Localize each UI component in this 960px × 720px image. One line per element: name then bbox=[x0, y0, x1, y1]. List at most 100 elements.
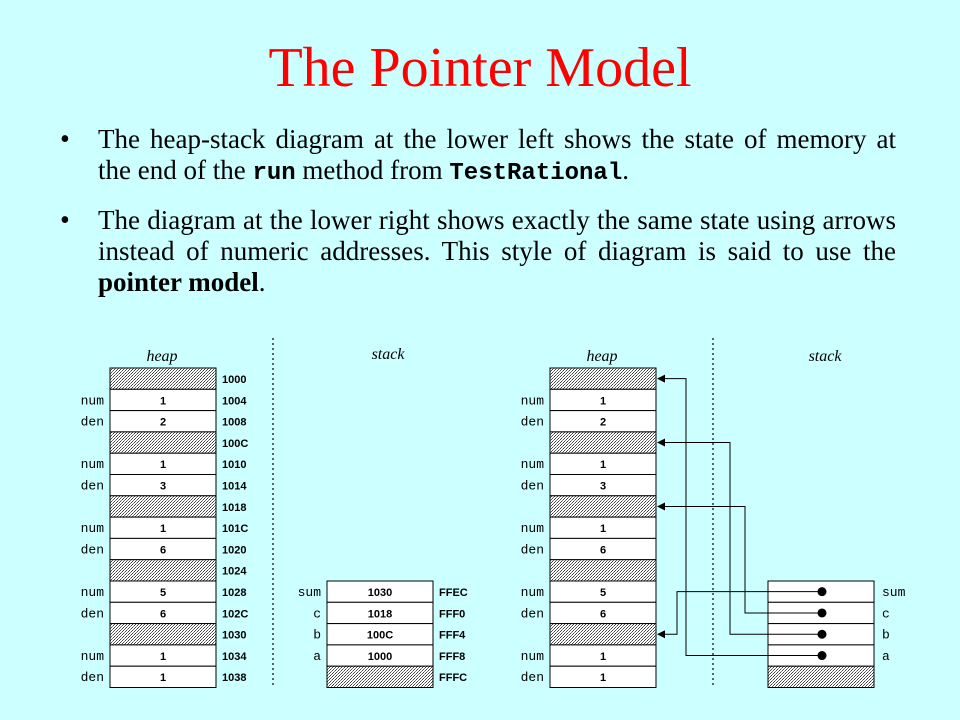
left-stack-address: FFF4 bbox=[439, 630, 466, 642]
left-heap-address: 1018 bbox=[222, 502, 246, 514]
bullet-dot-icon: • bbox=[60, 205, 70, 236]
right-heap-padding-cell bbox=[549, 431, 657, 454]
code-run: run bbox=[252, 160, 296, 187]
left-stack-address: FFF0 bbox=[439, 608, 465, 620]
left-heap-address: 1028 bbox=[222, 587, 246, 599]
bullet-1-text-part: . bbox=[622, 155, 629, 185]
left-heap-field-label: num bbox=[81, 457, 105, 472]
pointer-dot-icon bbox=[817, 587, 827, 597]
left-stack-address: FFF8 bbox=[439, 651, 465, 663]
pointer-model-term: pointer model bbox=[98, 267, 259, 297]
right-heap-field-label: den bbox=[521, 415, 544, 430]
pointer-dot-icon bbox=[817, 629, 827, 639]
left-heap-address: 1010 bbox=[222, 459, 246, 471]
left-heap-field-label: den bbox=[81, 415, 104, 430]
left-heap-cell-value: 1 bbox=[160, 672, 166, 684]
left-heap-cell-value: 3 bbox=[160, 481, 166, 493]
right-stack-field-label: sum bbox=[882, 585, 906, 600]
heap-column-label: heap bbox=[586, 348, 617, 365]
right-heap-cell-value: 1 bbox=[600, 651, 606, 663]
left-stack-cell-value: 100C bbox=[367, 630, 393, 642]
right-heap-cell-value: 1 bbox=[600, 395, 606, 407]
left-heap-padding-cell bbox=[109, 431, 217, 454]
right-heap-cell-value: 6 bbox=[600, 544, 606, 556]
heap-column-label: heap bbox=[146, 348, 177, 365]
right-heap-cell-value: 2 bbox=[600, 417, 606, 429]
left-heap-address: 1038 bbox=[222, 672, 246, 684]
left-stack-cell-value: 1000 bbox=[368, 651, 392, 663]
right-heap-padding-cell bbox=[549, 495, 657, 518]
right-heap-field-label: den bbox=[521, 670, 544, 685]
left-stack-field-label: sum bbox=[298, 585, 322, 600]
right-heap-padding-cell bbox=[549, 623, 657, 646]
right-heap-field-label: num bbox=[521, 393, 545, 408]
left-heap-field-label: num bbox=[81, 585, 105, 600]
right-heap-field-label: den bbox=[521, 542, 544, 557]
left-heap-cell bbox=[109, 665, 217, 689]
right-heap-padding-cell bbox=[549, 367, 657, 390]
right-heap-cell-value: 6 bbox=[600, 608, 606, 620]
bullet-2-text-part: The diagram at the lower right shows exa… bbox=[98, 205, 896, 266]
left-heap-address: 1034 bbox=[222, 651, 247, 663]
bullet-text-1: The heap-stack diagram at the lower left… bbox=[98, 124, 896, 189]
right-stack-field-label: a bbox=[882, 649, 890, 664]
right-heap-field-label: num bbox=[521, 585, 545, 600]
bullet-1-text-part: The heap-stack diagram at the lower left… bbox=[98, 124, 896, 185]
left-heap-cell-value: 6 bbox=[160, 608, 166, 620]
right-stack-padding-cell bbox=[767, 665, 875, 689]
pointer-arrow bbox=[657, 438, 822, 635]
left-heap-address: 1020 bbox=[222, 544, 246, 556]
left-stack-address: FFFC bbox=[439, 672, 467, 684]
left-heap-field-label: num bbox=[81, 393, 105, 408]
stack-column-label: stack bbox=[809, 348, 843, 365]
left-heap-cell-value: 1 bbox=[160, 651, 166, 663]
left-heap-address: 1030 bbox=[222, 630, 246, 642]
left-heap-cell-value: 6 bbox=[160, 544, 166, 556]
left-heap-cell-value: 1 bbox=[160, 459, 166, 471]
left-heap-field-label: num bbox=[81, 521, 105, 536]
left-heap-address: 1014 bbox=[222, 481, 247, 493]
left-heap-padding-cell bbox=[109, 559, 217, 582]
left-stack-cell-value: 1030 bbox=[368, 587, 392, 599]
left-heap-field-label: den bbox=[81, 606, 104, 621]
right-heap-cell-value: 1 bbox=[600, 672, 606, 684]
left-heap-address: 1004 bbox=[222, 395, 247, 407]
left-heap-cell-value: 2 bbox=[160, 417, 166, 429]
pointer-dot-icon bbox=[817, 651, 827, 661]
pointer-dot-icon bbox=[817, 608, 827, 618]
left-heap-address: 1024 bbox=[222, 566, 247, 578]
slide-title: The Pointer Model bbox=[268, 37, 692, 99]
left-heap-padding-cell bbox=[109, 367, 217, 390]
pointer-arrow bbox=[657, 502, 822, 614]
left-heap-field-label: den bbox=[81, 542, 104, 557]
bullet-2-text-part: . bbox=[258, 267, 266, 297]
left-heap-address: 1000 bbox=[222, 374, 246, 386]
right-stack-field-label: b bbox=[882, 628, 890, 643]
left-heap-cell-value: 5 bbox=[160, 587, 166, 599]
left-heap-padding-cell bbox=[109, 623, 217, 646]
pointer-arrow bbox=[657, 591, 822, 639]
right-heap-field-label: den bbox=[521, 606, 544, 621]
left-stack-field-label: b bbox=[313, 628, 321, 643]
left-stack-cell-value: 1018 bbox=[368, 608, 392, 620]
right-heap-field-label: den bbox=[521, 479, 544, 494]
code-testrational: TestRational bbox=[449, 160, 623, 187]
right-heap-cell-value: 1 bbox=[600, 523, 606, 535]
left-heap-field-label: num bbox=[81, 649, 105, 664]
right-heap-cell bbox=[549, 665, 657, 689]
left-stack-field-label: c bbox=[313, 606, 321, 621]
bullet-item-2: • The diagram at the lower right shows e… bbox=[60, 205, 896, 298]
right-heap-cell-value: 3 bbox=[600, 481, 606, 493]
left-stack-field-label: a bbox=[313, 649, 321, 664]
left-stack-address: FFEC bbox=[439, 587, 468, 599]
left-heap-address: 1008 bbox=[222, 417, 246, 429]
bullet-list: • The heap-stack diagram at the lower le… bbox=[60, 124, 896, 314]
right-stack-field-label: c bbox=[882, 606, 890, 621]
left-heap-field-label: den bbox=[81, 479, 104, 494]
left-heap-padding-cell bbox=[109, 495, 217, 518]
left-heap-cell-value: 1 bbox=[160, 523, 166, 535]
pointer-arrow bbox=[657, 374, 822, 657]
